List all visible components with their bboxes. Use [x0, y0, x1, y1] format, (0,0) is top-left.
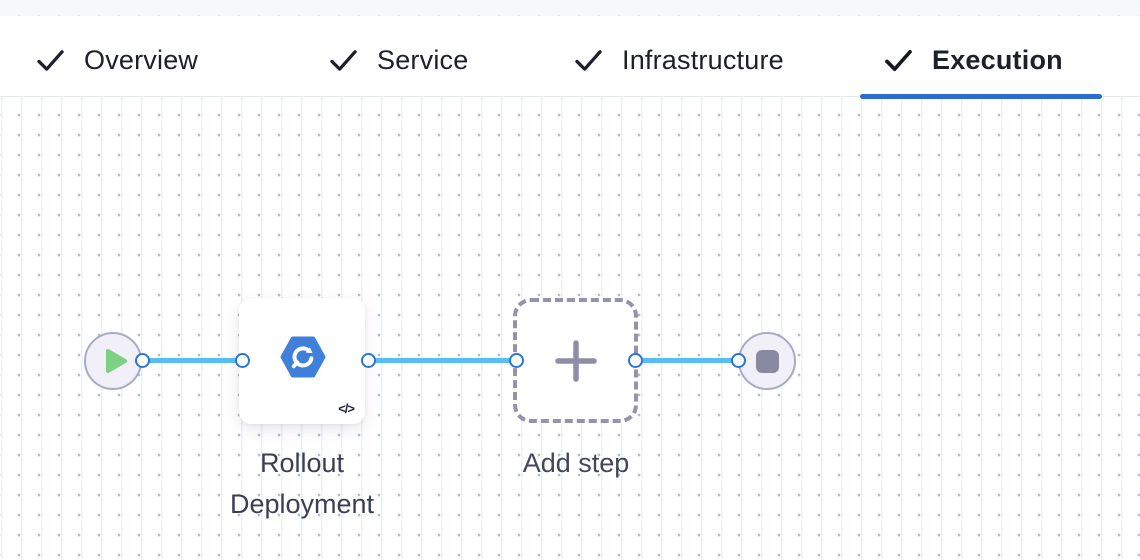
- connector-line: [142, 358, 242, 363]
- tab-infrastructure-label: Infrastructure: [622, 44, 784, 75]
- add-step-label: Add step: [522, 448, 630, 478]
- connection-point[interactable]: [235, 353, 250, 368]
- pipeline-canvas[interactable]: </> Rollout Deployment Add step: [0, 96, 1140, 560]
- connection-point[interactable]: [731, 353, 746, 368]
- active-tab-underline: [860, 94, 1102, 99]
- tab-overview[interactable]: Overview: [36, 16, 198, 100]
- connection-point[interactable]: [509, 353, 524, 368]
- check-icon: [885, 49, 912, 71]
- step-label-rollout-deployment: Rollout Deployment: [229, 448, 375, 519]
- tab-execution[interactable]: Execution: [884, 16, 1063, 100]
- stop-icon: [755, 349, 779, 373]
- connector-line: [368, 358, 516, 363]
- check-icon: [575, 49, 602, 71]
- add-step-node[interactable]: [513, 298, 638, 423]
- canvas-top-strip: [0, 0, 1140, 16]
- code-icon: </>: [338, 401, 355, 416]
- connection-point[interactable]: [628, 353, 643, 368]
- connection-point[interactable]: [135, 353, 150, 368]
- step-node-rollout-deployment[interactable]: </>: [239, 298, 365, 424]
- tab-service-label: Service: [377, 44, 469, 75]
- play-icon: [105, 349, 127, 373]
- check-icon: [330, 49, 357, 71]
- k8s-rollout-icon: [280, 336, 326, 378]
- tab-overview-label: Overview: [84, 44, 199, 75]
- connector-line: [635, 358, 738, 363]
- pipeline-end-node: [738, 332, 796, 390]
- connection-point[interactable]: [361, 353, 376, 368]
- tab-infrastructure[interactable]: Infrastructure: [574, 16, 784, 100]
- tab-execution-label: Execution: [932, 44, 1063, 75]
- check-icon: [37, 49, 64, 71]
- pipeline-start-node: [84, 332, 142, 390]
- tab-service[interactable]: Service: [329, 16, 468, 100]
- stage-tabbar: Overview Service Infrastructure Executio…: [0, 16, 1140, 100]
- plus-icon: [554, 339, 597, 382]
